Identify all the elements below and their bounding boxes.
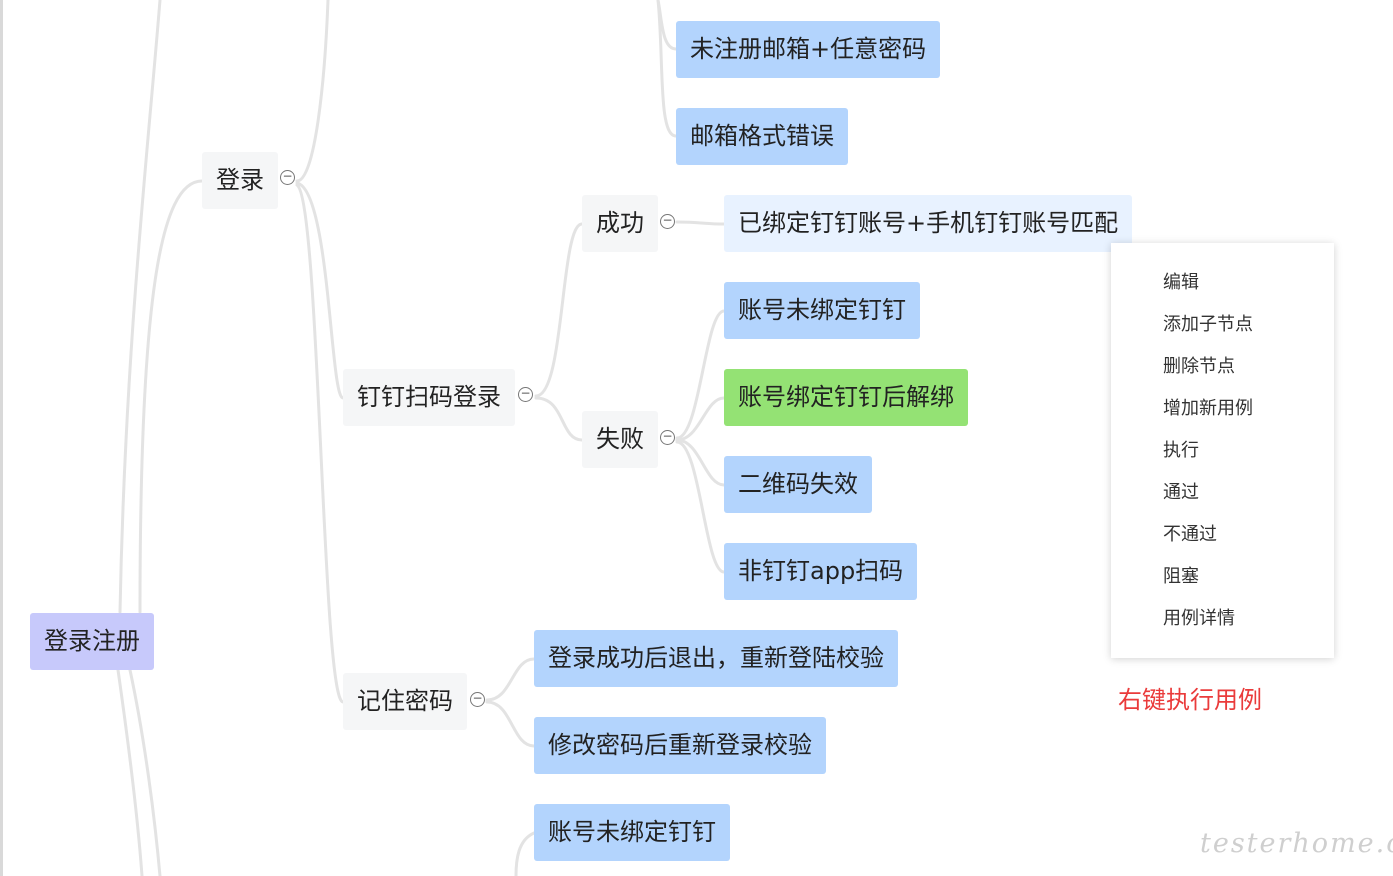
node-success[interactable]: 成功 [582,195,658,252]
connector [534,222,584,398]
menu-item-add-case[interactable]: 增加新用例 [1163,398,1253,419]
leaf-unbound-after-binding[interactable]: 账号绑定钉钉后解绑 [724,369,968,426]
menu-item-edit[interactable]: 编辑 [1163,272,1199,293]
collapse-icon[interactable]: − [660,430,675,445]
node-remember-password[interactable]: 记住密码 [343,673,467,730]
connector [675,438,726,487]
menu-item-execute[interactable]: 执行 [1163,440,1199,461]
annotation-text: 右键执行用例 [1118,686,1262,714]
connector [295,181,345,400]
node-dingtalk-login[interactable]: 钉钉扫码登录 [343,369,515,426]
leaf-account-not-bound-2[interactable]: 账号未绑定钉钉 [534,804,730,861]
collapse-icon[interactable]: − [518,387,533,402]
context-menu: 编辑 添加子节点 删除节点 增加新用例 执行 通过 不通过 阻塞 用例详情 [1111,243,1334,658]
watermark: testerhome.com [1200,828,1393,859]
leaf-logout-relogin-check[interactable]: 登录成功后退出，重新登陆校验 [534,630,898,687]
connector [295,183,345,704]
connector [534,396,584,442]
connector [675,440,726,574]
connector [485,657,536,702]
connector [675,220,726,226]
leaf-account-not-bound[interactable]: 账号未绑定钉钉 [724,282,920,339]
leaf-non-dingtalk-scan[interactable]: 非钉钉app扫码 [724,543,918,600]
left-border [0,0,3,876]
menu-item-block[interactable]: 阻塞 [1163,566,1199,587]
menu-item-delete-node[interactable]: 删除节点 [1163,356,1235,377]
leaf-unregistered-email[interactable]: 未注册邮箱+任意密码 [676,21,941,78]
connector [116,668,144,876]
connector [514,831,536,876]
menu-item-add-child[interactable]: 添加子节点 [1163,314,1253,335]
connector [128,668,162,876]
connector [138,179,204,614]
leaf-email-format-error[interactable]: 邮箱格式错误 [676,108,848,165]
connector [675,396,726,442]
leaf-qr-expired[interactable]: 二维码失效 [724,456,872,513]
collapse-icon[interactable]: − [660,214,675,229]
menu-item-case-detail[interactable]: 用例详情 [1163,608,1235,629]
connector [675,309,726,440]
collapse-icon[interactable]: − [280,170,295,185]
connector [485,700,536,748]
menu-item-pass[interactable]: 通过 [1163,482,1199,503]
collapse-icon[interactable]: − [470,692,485,707]
menu-item-fail[interactable]: 不通过 [1163,524,1217,545]
node-failure[interactable]: 失败 [582,411,658,468]
node-login[interactable]: 登录 [202,152,278,209]
connector [656,0,678,138]
connector [118,0,162,614]
leaf-bound-match-selected[interactable]: 已绑定钉钉账号+手机钉钉账号匹配 [724,195,1133,252]
leaf-change-password-relogin[interactable]: 修改密码后重新登录校验 [534,717,826,774]
connector [295,0,330,183]
root-node[interactable]: 登录注册 [30,613,154,670]
